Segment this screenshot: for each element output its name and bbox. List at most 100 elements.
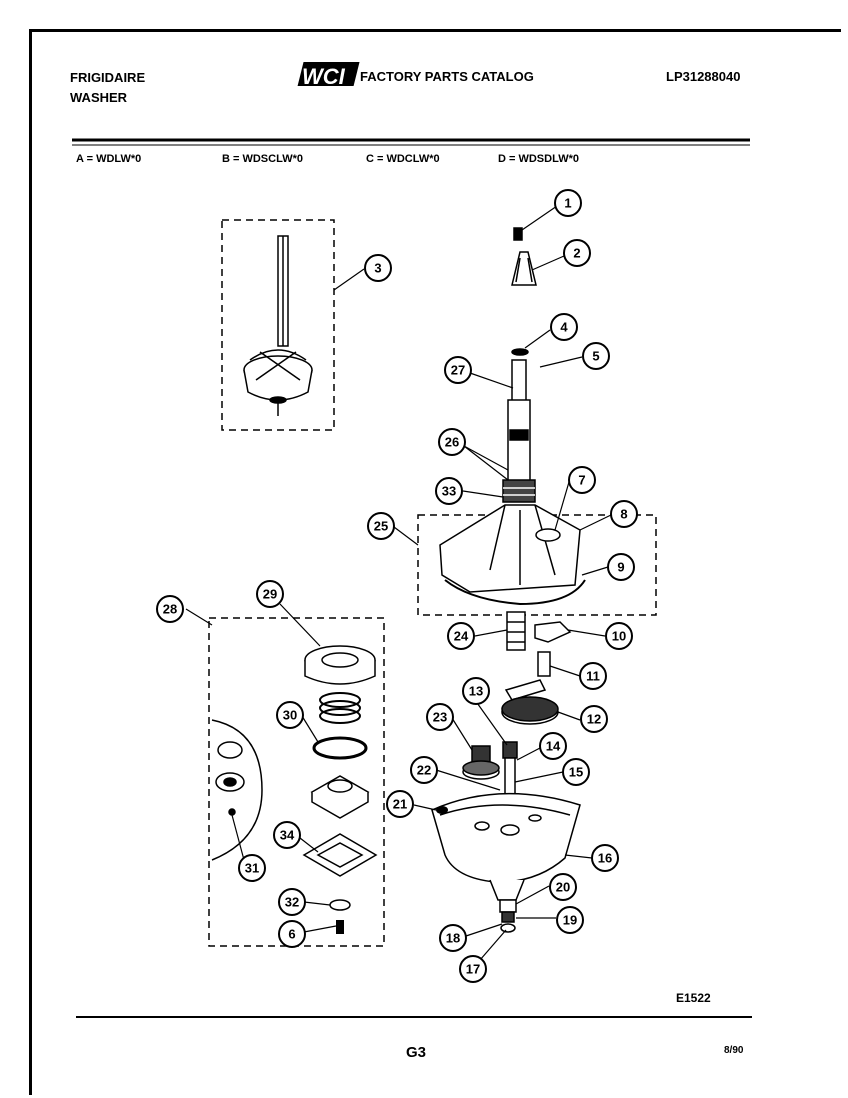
callout-32: 32 — [278, 888, 306, 916]
callout-label: 18 — [446, 931, 460, 946]
callout-11: 11 — [579, 662, 607, 690]
callout-label: 28 — [163, 602, 177, 617]
callout-circle — [278, 920, 306, 948]
callout-7: 7 — [568, 466, 596, 494]
callout-label: 25 — [374, 519, 388, 534]
callout-circle — [605, 622, 633, 650]
callout-circle — [238, 854, 266, 882]
callout-circle — [278, 888, 306, 916]
model-b: B = WDSCLW*0 — [222, 153, 303, 165]
callout-label: 31 — [245, 861, 259, 876]
callout-24: 24 — [447, 622, 475, 650]
callout-28: 28 — [156, 595, 184, 623]
parts-17-20-bottom-fittings — [499, 899, 517, 933]
callout-label: 19 — [563, 913, 577, 928]
group-box-25 — [417, 514, 657, 616]
callout-2: 2 — [563, 239, 591, 267]
callout-8: 8 — [610, 500, 638, 528]
callout-label: 8 — [620, 507, 627, 522]
callout-label: 10 — [612, 629, 626, 644]
product-name: WASHER — [70, 90, 128, 105]
callout-13: 13 — [462, 677, 490, 705]
part-25-housing-cover — [439, 504, 581, 593]
callout-label: 29 — [263, 587, 277, 602]
callout-circle — [563, 239, 591, 267]
model-a: A = WDLW*0 — [76, 153, 142, 165]
catalog-number: LP31288040 — [666, 69, 741, 84]
group-box-3 — [221, 219, 335, 431]
brand-name: FRIGIDAIRE — [70, 70, 146, 85]
part-30-ring — [312, 736, 368, 760]
callout-circle — [539, 732, 567, 760]
part-24-gear — [506, 611, 526, 651]
callout-12: 12 — [580, 705, 608, 733]
callout-27: 27 — [444, 356, 472, 384]
callout-5: 5 — [582, 342, 610, 370]
callout-30: 30 — [276, 701, 304, 729]
callout-circle — [582, 342, 610, 370]
part-12-gear — [501, 679, 559, 725]
callout-label: 24 — [454, 629, 469, 644]
callout-circle — [439, 924, 467, 952]
callout-circle — [276, 701, 304, 729]
callout-19: 19 — [556, 906, 584, 934]
callout-label: 16 — [598, 851, 612, 866]
callout-circle — [459, 955, 487, 983]
callout-label: 22 — [417, 763, 431, 778]
callout-circle — [426, 703, 454, 731]
part-11-pin — [537, 651, 551, 677]
callout-circle — [410, 756, 438, 784]
callout-label: 23 — [433, 710, 447, 725]
callout-33: 33 — [435, 477, 463, 505]
callout-label: 15 — [569, 765, 583, 780]
callout-label: 17 — [466, 962, 480, 977]
callout-6: 6 — [278, 920, 306, 948]
part-10-clutch — [534, 621, 572, 643]
callout-label: 2 — [573, 246, 580, 261]
callout-23: 23 — [426, 703, 454, 731]
callout-label: 5 — [592, 349, 599, 364]
main-shaft — [502, 348, 536, 503]
part-21-washer — [436, 806, 448, 814]
callout-15: 15 — [562, 758, 590, 786]
part-9-gasket — [444, 579, 586, 606]
callout-circle — [591, 844, 619, 872]
callout-label: 34 — [280, 828, 295, 843]
callout-circle — [549, 873, 577, 901]
callout-circle — [444, 356, 472, 384]
page-frame — [29, 29, 841, 1095]
callout-circle — [462, 677, 490, 705]
callout-label: 27 — [451, 363, 465, 378]
callout-label: 33 — [442, 484, 456, 499]
model-d: D = WDSDLW*0 — [498, 153, 579, 165]
model-c: C = WDCLW*0 — [366, 153, 440, 165]
part-1-screw — [513, 227, 523, 241]
part-3-shaft-assembly — [243, 235, 313, 416]
callout-label: 20 — [556, 880, 570, 895]
header-rules — [72, 138, 750, 146]
callout-label: 14 — [546, 739, 561, 754]
callout-14: 14 — [539, 732, 567, 760]
logo-text: WCI — [302, 64, 346, 89]
callout-circle — [550, 313, 578, 341]
leader-lines — [185, 205, 612, 961]
callout-label: 30 — [283, 708, 297, 723]
callout-9: 9 — [607, 553, 635, 581]
callout-circle — [607, 553, 635, 581]
callout-circle — [580, 705, 608, 733]
callout-label: 21 — [393, 797, 407, 812]
part-6-screw — [336, 920, 344, 934]
callout-circle — [579, 662, 607, 690]
callout-label: 9 — [617, 560, 624, 575]
callout-16: 16 — [591, 844, 619, 872]
callout-circle — [556, 906, 584, 934]
callout-3: 3 — [364, 254, 392, 282]
callout-label: 4 — [560, 320, 568, 335]
callout-circle — [447, 622, 475, 650]
callout-circle — [610, 500, 638, 528]
part-2-cap — [511, 251, 537, 286]
callout-label: 3 — [374, 261, 381, 276]
callout-circle — [273, 821, 301, 849]
